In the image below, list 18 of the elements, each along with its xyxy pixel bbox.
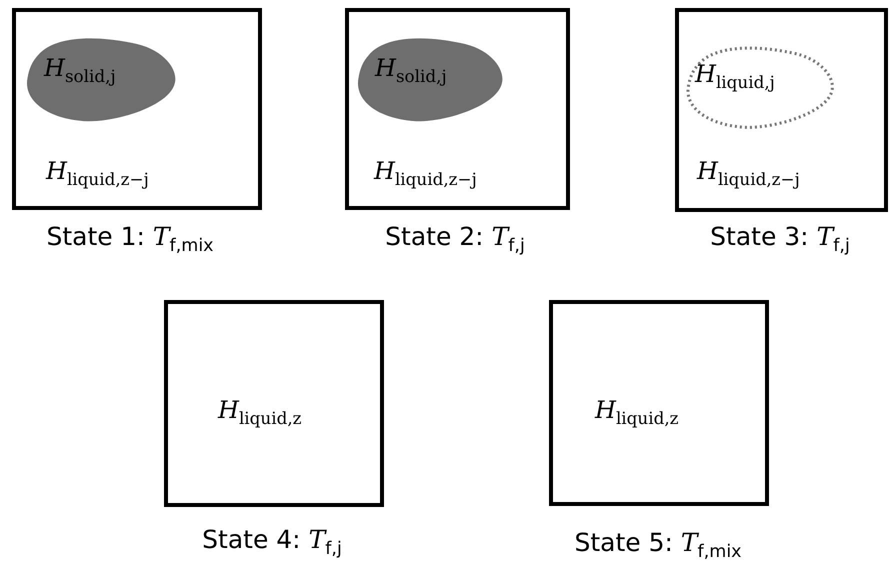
state-box bbox=[549, 300, 769, 506]
enthalpy-label: H$_{liquid,z−j}$ bbox=[374, 157, 477, 189]
state-caption: State 5: T$_{f,mix}$ bbox=[574, 528, 742, 562]
state-caption: State 1: T$_{f,mix}$ bbox=[46, 222, 214, 256]
enthalpy-label: H$_{liquid,j}$ bbox=[695, 60, 775, 92]
enthalpy-label: H$_{solid,j}$ bbox=[375, 54, 447, 86]
state-box bbox=[164, 300, 384, 507]
state-box bbox=[12, 8, 262, 210]
state-box bbox=[675, 8, 888, 212]
state-caption: State 4: T$_{f,j}$ bbox=[202, 525, 342, 559]
enthalpy-label: H$_{liquid,z−j}$ bbox=[46, 157, 149, 189]
state-box bbox=[345, 8, 570, 210]
enthalpy-label: H$_{liquid,z−j}$ bbox=[697, 157, 800, 189]
state-caption: State 2: T$_{f,j}$ bbox=[385, 222, 525, 256]
enthalpy-label: H$_{liquid,z}$ bbox=[218, 396, 302, 428]
enthalpy-label: H$_{liquid,z}$ bbox=[595, 396, 679, 428]
enthalpy-label: H$_{solid,j}$ bbox=[44, 54, 116, 86]
state-caption: State 3: T$_{f,j}$ bbox=[710, 222, 850, 256]
